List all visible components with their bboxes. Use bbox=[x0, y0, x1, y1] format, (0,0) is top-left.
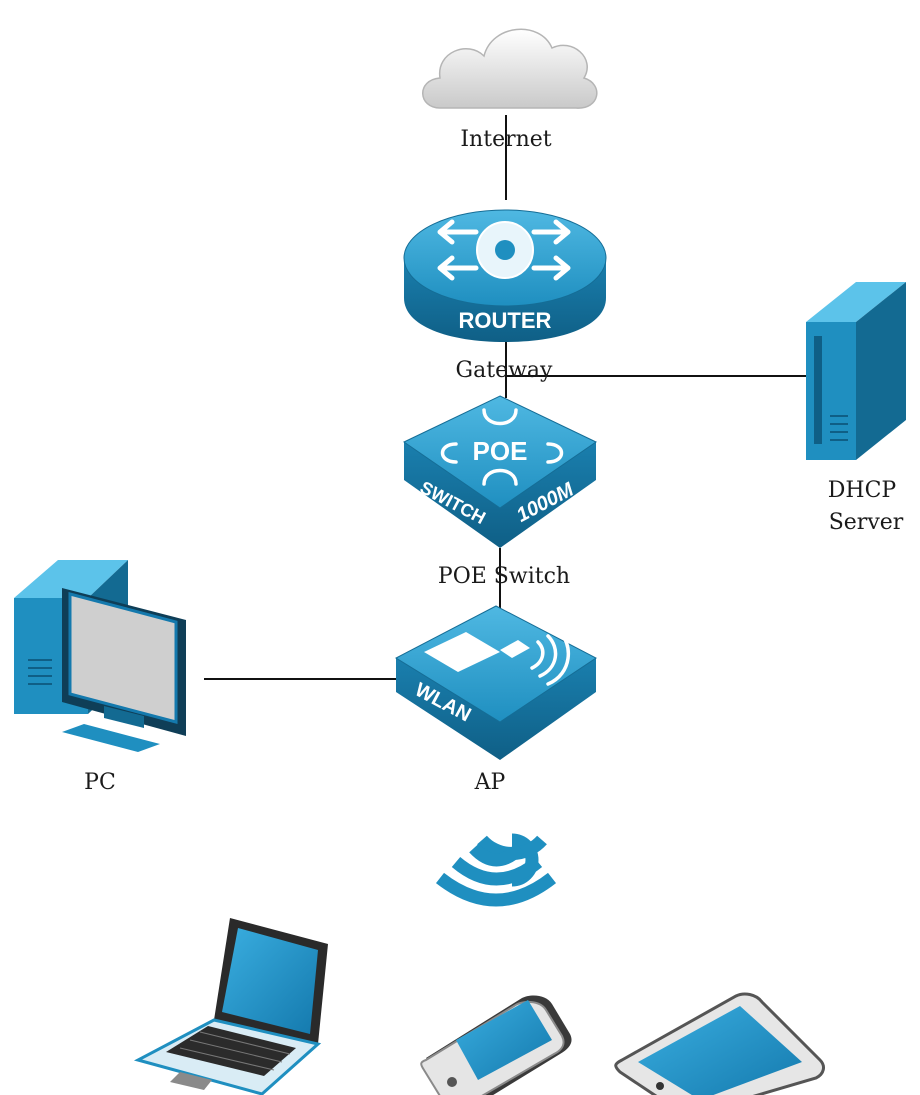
poe-switch-label: POE Switch bbox=[437, 564, 571, 589]
smartphone-icon bbox=[420, 995, 572, 1095]
pc-icon bbox=[14, 560, 186, 752]
wireless-arcs bbox=[435, 843, 557, 907]
router-icon: ROUTER bbox=[403, 209, 607, 342]
gateway-label: Gateway bbox=[455, 358, 553, 383]
dhcp-label-line2: Server bbox=[828, 510, 904, 535]
router-badge-text: ROUTER bbox=[459, 308, 552, 333]
connection-lines bbox=[204, 115, 806, 680]
internet-label: Internet bbox=[460, 127, 552, 152]
poe-switch-icon: POE SWITCH 1000M bbox=[403, 395, 597, 548]
pc-label: PC bbox=[84, 770, 116, 795]
switch-badge-poe: POE bbox=[473, 436, 528, 466]
cloud-icon bbox=[422, 28, 598, 109]
laptop-icon bbox=[133, 918, 328, 1095]
tablet-icon bbox=[614, 992, 825, 1095]
access-point-icon: WLAN bbox=[394, 605, 597, 760]
server-icon bbox=[806, 282, 906, 460]
dhcp-label-line1: DHCP bbox=[827, 478, 897, 503]
ap-label: AP bbox=[474, 770, 506, 795]
